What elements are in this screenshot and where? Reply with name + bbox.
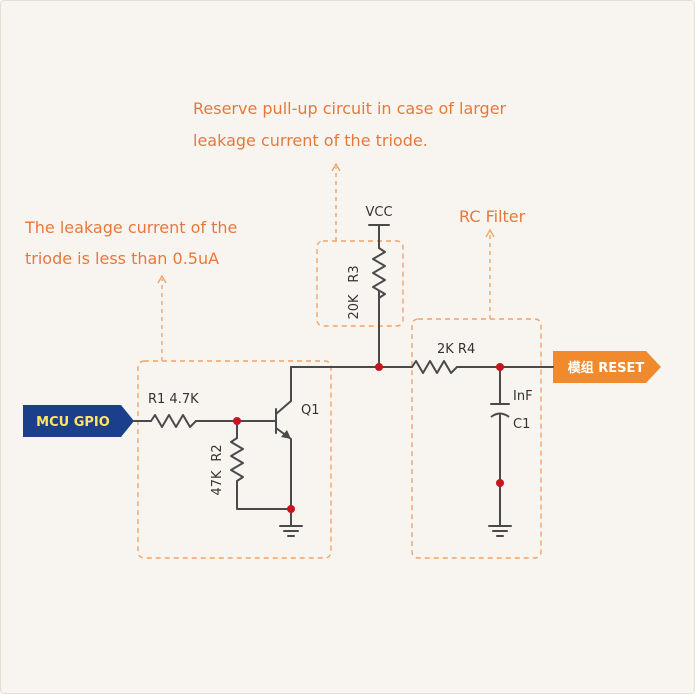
capacitor-c1 [490,403,510,418]
rc-filter-leader [485,228,495,319]
rc-filter-box [411,318,542,559]
pullup-box [316,240,404,327]
junction-ground [287,505,295,513]
ground-symbol-c1 [488,525,512,537]
q1-label: Q1 [301,403,320,418]
junction-output [496,363,504,371]
ground-symbol-q1 [279,508,303,537]
mcu-gpio-label: MCU GPIO [36,415,110,430]
c1-value-label: InF [513,389,533,404]
r3-value-label: 20K [347,294,362,320]
module-reset-label: 模组 RESET [568,360,645,376]
junction-nodes [233,363,504,513]
pullup-leader [331,162,341,241]
junction-base [233,417,241,425]
r2-ref-label: R2 [210,444,225,461]
r4-label: 2K R4 [437,342,475,357]
r2-value-label: 47K [210,470,225,496]
vcc-label: VCC [365,205,392,220]
transistor-q1 [275,366,292,510]
c1-ref-label: C1 [513,417,530,432]
r1-label: R1 4.7K [148,392,199,407]
module-reset-port: 模组 RESET [553,351,661,383]
junction-c1-bottom [496,479,504,487]
transistor-stage-box [137,360,332,559]
circuit-wires [133,224,554,527]
r3-ref-label: R3 [347,265,362,282]
junction-pullup [375,363,383,371]
leakage-note-line1: The leakage current of the [24,218,237,237]
leakage-note-line2: triode is less than 0.5uA [25,249,219,268]
pullup-note-line1: Reserve pull-up circuit in case of large… [193,99,507,118]
leakage-leader [157,274,167,361]
rc-filter-label: RC Filter [459,207,526,226]
pullup-note-line2: leakage current of the triode. [193,131,428,150]
mcu-gpio-port: MCU GPIO [23,405,134,437]
